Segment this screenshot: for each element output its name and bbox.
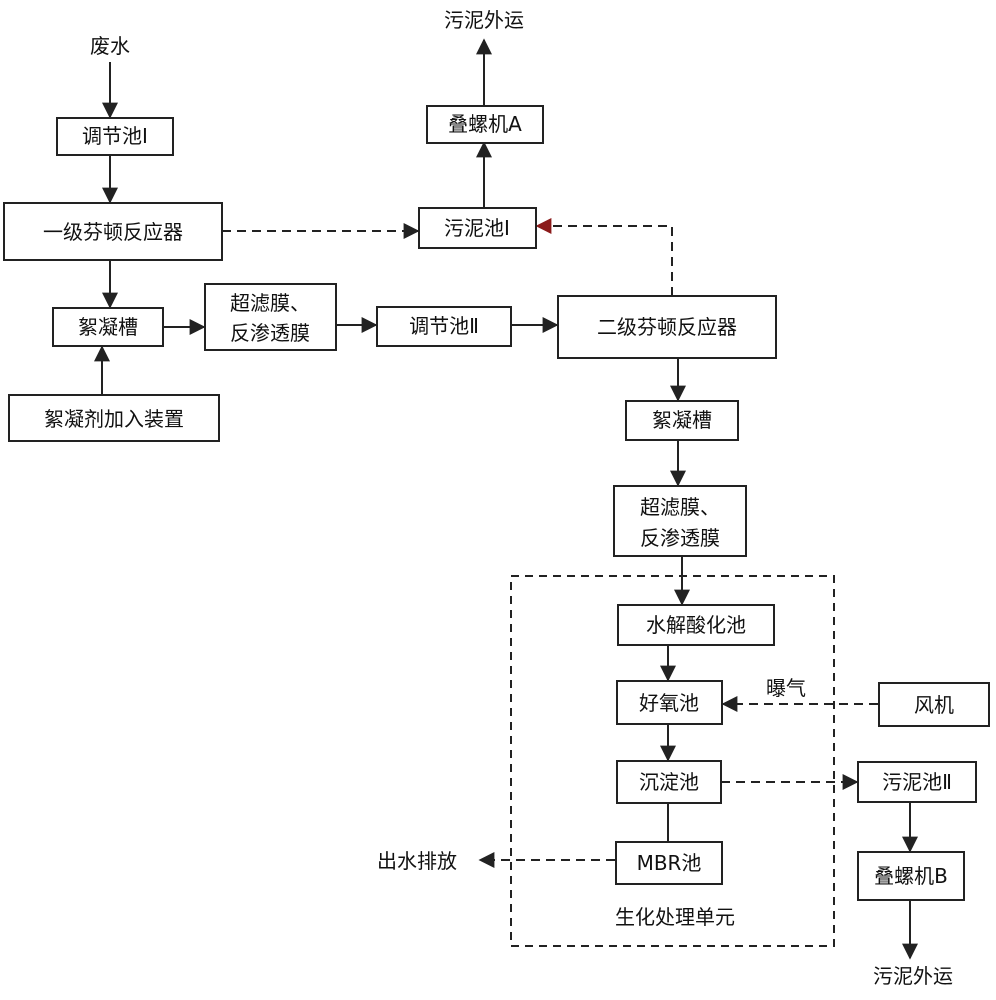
- flocculation-tank-2-node: 絮凝槽: [625, 400, 739, 441]
- screw-press-b-label: 叠螺机B: [874, 864, 948, 888]
- sludge-tank-1-node: 污泥池Ⅰ: [418, 207, 537, 249]
- dashed-arrow-fenton-2-to-sludge-1: [535, 218, 673, 296]
- effluent-discharge-label: 出水排放: [377, 849, 457, 873]
- membrane-2-node: 超滤膜、 反渗透膜: [613, 485, 747, 557]
- flocculation-tank-1-node: 絮凝槽: [52, 307, 164, 347]
- fenton-reactor-1-label: 一级芬顿反应器: [43, 220, 183, 244]
- flocculant-dosing-label: 絮凝剂加入装置: [44, 407, 184, 431]
- hydrolysis-tank-label: 水解酸化池: [646, 613, 746, 637]
- membrane-2-label-line1: 超滤膜、: [640, 495, 720, 519]
- sludge-out-bottom-label: 污泥外运: [873, 964, 953, 988]
- connectors: [94, 38, 918, 960]
- membrane-1-label-line2: 反渗透膜: [230, 321, 310, 345]
- aeration-label: 曝气: [766, 676, 806, 700]
- regulating-tank-2-node: 调节池Ⅱ: [376, 306, 512, 347]
- flocculation-tank-2-label: 絮凝槽: [652, 408, 712, 432]
- fenton-reactor-2-node: 二级芬顿反应器: [557, 295, 777, 359]
- screw-press-a-label: 叠螺机A: [448, 112, 522, 136]
- regulating-tank-2-label: 调节池Ⅱ: [409, 314, 479, 338]
- screw-press-b-node: 叠螺机B: [857, 851, 965, 901]
- aerobic-tank-node: 好氧池: [616, 680, 723, 725]
- blower-node: 风机: [878, 682, 990, 727]
- aerobic-tank-label: 好氧池: [639, 691, 699, 715]
- blower-label: 风机: [914, 693, 954, 717]
- sedimentation-tank-label: 沉淀池: [639, 770, 699, 794]
- sludge-tank-2-node: 污泥池Ⅱ: [857, 761, 977, 803]
- sedimentation-tank-node: 沉淀池: [616, 760, 722, 804]
- bio-unit-label: 生化处理单元: [615, 905, 735, 929]
- hydrolysis-tank-node: 水解酸化池: [617, 604, 775, 646]
- sludge-tank-1-label: 污泥池Ⅰ: [444, 216, 510, 240]
- sludge-out-top-label: 污泥外运: [444, 8, 524, 32]
- membrane-1-node: 超滤膜、 反渗透膜: [204, 283, 337, 351]
- membrane-2-label-line2: 反渗透膜: [640, 526, 720, 550]
- membrane-1-label-line1: 超滤膜、: [230, 291, 310, 315]
- wastewater-label: 废水: [90, 34, 130, 58]
- flocculant-dosing-node: 絮凝剂加入装置: [8, 394, 220, 442]
- mbr-tank-label: MBR池: [637, 851, 702, 875]
- regulating-tank-1-node: 调节池Ⅰ: [56, 117, 174, 156]
- sludge-tank-2-label: 污泥池Ⅱ: [882, 770, 952, 794]
- screw-press-a-node: 叠螺机A: [426, 105, 544, 144]
- flocculation-tank-1-label: 絮凝槽: [78, 315, 138, 339]
- bio-unit-boundary: [510, 575, 835, 947]
- regulating-tank-1-label: 调节池Ⅰ: [82, 124, 148, 148]
- fenton-reactor-2-label: 二级芬顿反应器: [597, 315, 737, 339]
- fenton-reactor-1-node: 一级芬顿反应器: [3, 202, 223, 261]
- mbr-tank-node: MBR池: [615, 841, 723, 885]
